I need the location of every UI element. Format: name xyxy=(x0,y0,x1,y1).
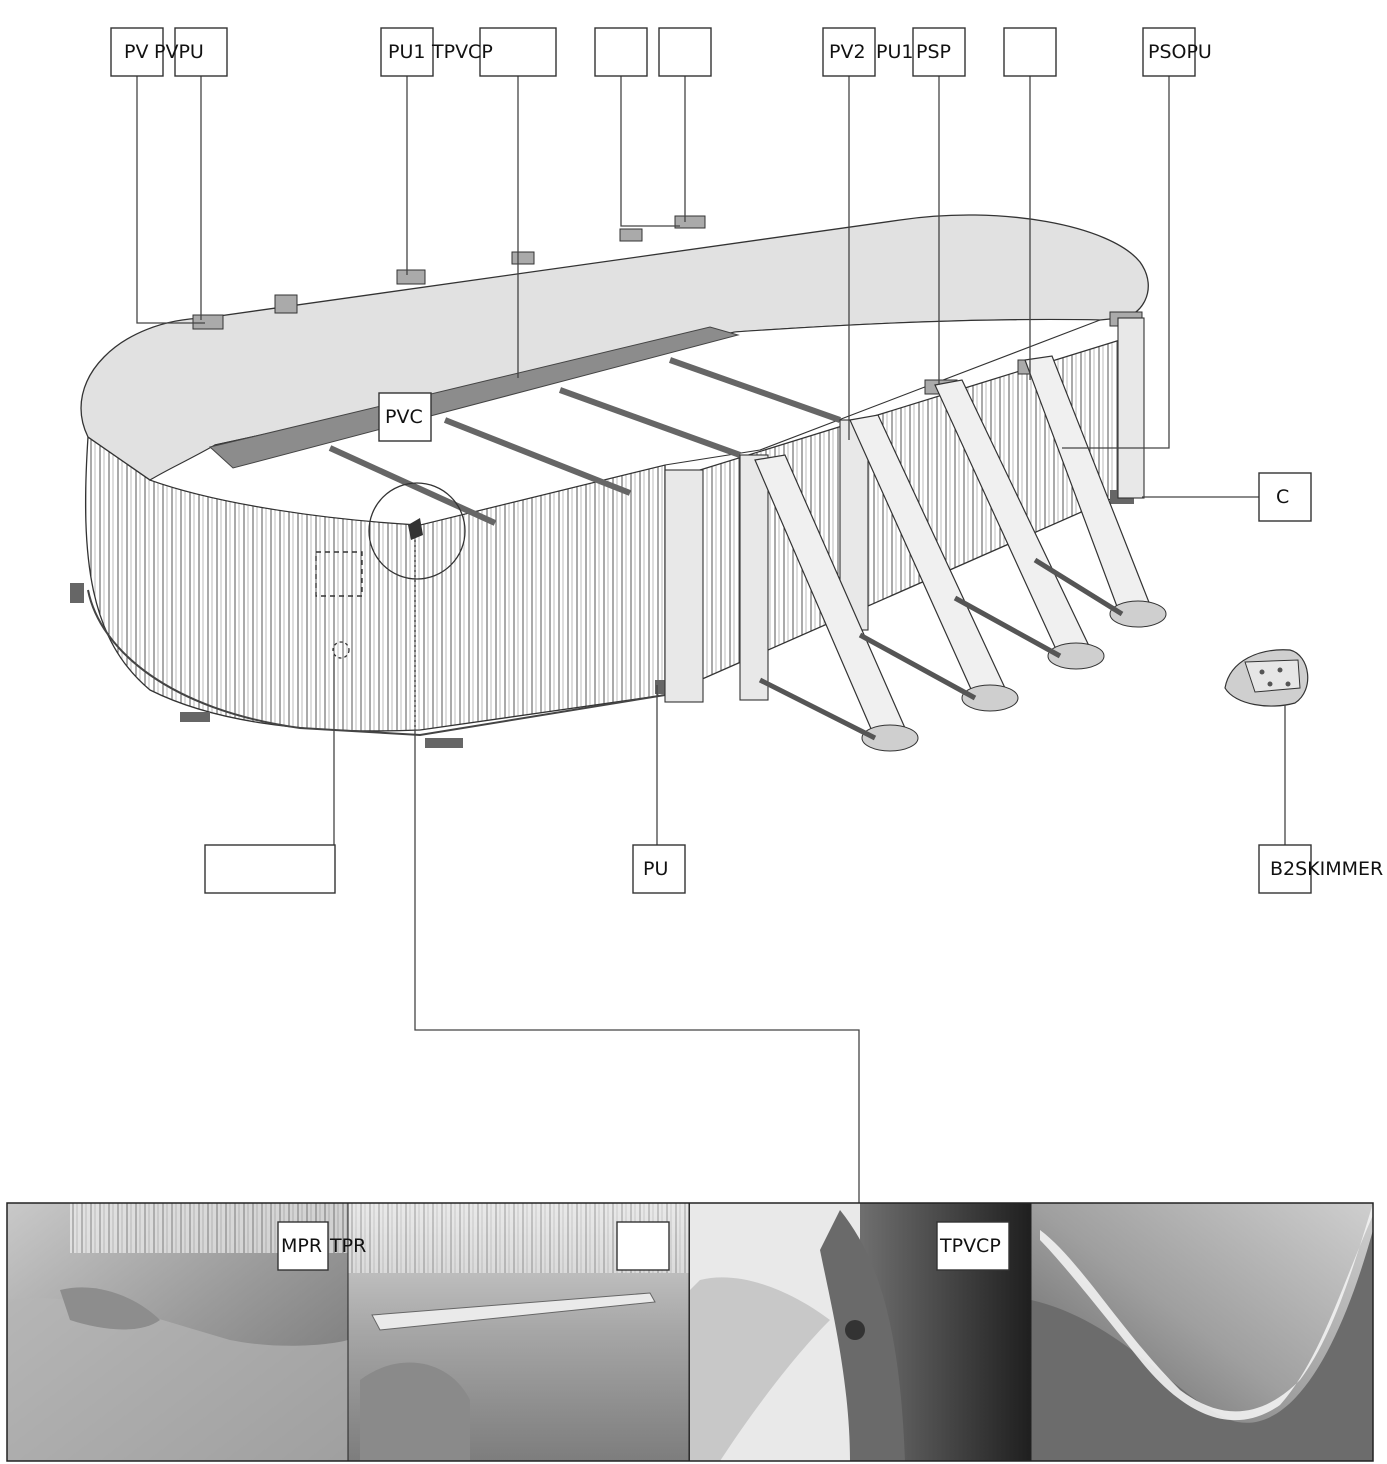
label-b2skimmer: B2SKIMMER xyxy=(1270,858,1383,880)
label-c: C xyxy=(1276,486,1289,508)
buttress-footplates xyxy=(861,600,1167,752)
label-tpvcp-photo: TPVCP xyxy=(939,1235,1001,1257)
label-pvpu: PVPU xyxy=(154,41,204,63)
liner-strip xyxy=(208,326,740,469)
label-tpr: TPR xyxy=(329,1235,366,1257)
detail-clip xyxy=(408,518,423,540)
photo-strip: MPR TPR TPVCP xyxy=(6,1202,1374,1462)
label-pu1-right: PU1 xyxy=(876,41,913,63)
photo-4 xyxy=(1031,1203,1373,1461)
label-pvc: PVC xyxy=(385,406,423,428)
buttress-base-rails xyxy=(758,557,1124,741)
top-labels: PV PVPU PU1 TPVCP PV2 PU1 PSP PSOPU xyxy=(110,27,1212,77)
detail-circle xyxy=(368,482,466,580)
skimmer-outline xyxy=(315,551,363,597)
b2-skimmer-part xyxy=(1224,649,1309,707)
pool-illustration xyxy=(70,214,1309,752)
label-pv2: PV2 xyxy=(829,41,866,63)
return-nozzle-outline xyxy=(332,641,350,659)
label-tpvcp-top: TPVCP xyxy=(431,41,493,63)
label-pv: PV xyxy=(124,41,148,63)
leader-lines xyxy=(136,76,1286,1203)
label-pu1-top: PU1 xyxy=(388,41,425,63)
inner-crossbars xyxy=(328,357,841,526)
label-psopu: PSOPU xyxy=(1148,41,1212,63)
bottom-rail xyxy=(87,589,666,737)
label-psp: PSP xyxy=(916,41,951,63)
label-mpr: MPR xyxy=(281,1235,322,1257)
upright-posts xyxy=(664,317,1145,703)
label-pu: PU xyxy=(643,858,668,880)
support-buttresses xyxy=(754,355,1153,739)
side-labels: PVC C PU B2SKIMMER xyxy=(204,392,1383,894)
